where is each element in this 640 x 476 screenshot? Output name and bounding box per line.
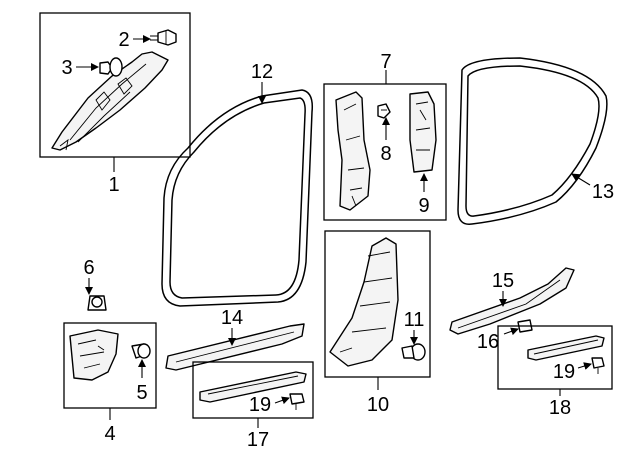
callout-9: 9 (418, 195, 429, 217)
group-18-box (497, 325, 613, 390)
front-door-weatherstrip-outer (161, 89, 314, 307)
callout-6: 6 (83, 257, 94, 279)
clip-16-icon (503, 319, 533, 336)
rear-scuff-plate-part (449, 267, 575, 335)
callout-14: 14 (221, 307, 243, 329)
rear-door-weatherstrip-inner (465, 65, 600, 217)
callout-5: 5 (136, 382, 147, 404)
clip-6-icon (85, 278, 107, 311)
group-7-center-pillar-garnish (323, 70, 447, 221)
cowl-side-trim-part (69, 329, 119, 381)
clip-19-rear-icon (591, 357, 605, 374)
group-14-front-scuff-plate (165, 323, 305, 371)
clip-3-icon (99, 57, 123, 77)
cowl-side-trim-detail (77, 339, 105, 369)
leader-16 (503, 327, 519, 336)
center-pillar-lower-trim-part (329, 237, 399, 367)
callout-2: 2 (118, 29, 129, 51)
rear-door-weatherstrip-outer (457, 57, 608, 225)
callout-1: 1 (108, 174, 119, 196)
center-pillar-lower-detail (343, 103, 365, 207)
rear-sill-plate-part (527, 335, 605, 361)
rear-scuff-plate-detail (457, 279, 561, 329)
callout-16: 16 (477, 331, 499, 353)
clip-2-icon (150, 29, 177, 46)
clip-8-icon (377, 103, 391, 119)
callout-13: 13 (592, 181, 614, 203)
callout-7: 7 (380, 51, 391, 73)
group-4-cowl-side-trim (63, 322, 157, 420)
group-12-front-door-weatherstrip (161, 82, 314, 307)
group-15-rear-scuff-plate (449, 267, 575, 335)
callout-3: 3 (61, 57, 72, 79)
callout-18: 18 (549, 397, 571, 419)
front-scuff-plate-detail (175, 331, 295, 363)
center-pillar-lower-trim-detail (339, 251, 393, 353)
group-1-box (39, 12, 191, 158)
callout-15: 15 (492, 270, 514, 292)
leader-19-rear (577, 362, 592, 370)
callout-19-rear: 19 (553, 361, 575, 383)
clip-11-icon (401, 343, 426, 361)
leader-13 (571, 173, 591, 186)
leader-19-front (274, 396, 290, 405)
callout-8: 8 (380, 143, 391, 165)
callout-4: 4 (104, 423, 115, 445)
callout-11: 11 (404, 309, 425, 331)
group-18-rear-sill-plate (497, 325, 613, 396)
group-1-front-pillar-garnish (39, 12, 191, 172)
group-7-box (323, 83, 447, 221)
group-10-center-pillar-lower (324, 230, 431, 390)
center-pillar-upper-garnish (409, 91, 437, 173)
center-pillar-lower-garnish (335, 91, 371, 211)
front-sill-plate-detail (207, 375, 299, 395)
center-pillar-upper-detail (415, 101, 431, 151)
group-17-front-sill-plate (192, 361, 314, 428)
callout-12: 12 (251, 61, 273, 83)
clip-19-front-icon (289, 393, 305, 410)
group-17-box (192, 361, 314, 419)
callout-labels: 1 2 3 4 5 6 7 8 9 10 11 12 13 14 15 16 1… (61, 29, 614, 451)
callout-17: 17 (247, 429, 269, 451)
clip-5-icon (131, 343, 151, 359)
group-13-rear-door-weatherstrip (457, 57, 608, 225)
pillar-garnish-detail (59, 63, 147, 151)
callout-10: 10 (367, 394, 389, 416)
callout-19-front: 19 (249, 394, 271, 416)
rear-sill-plate-detail (533, 339, 599, 355)
front-door-weatherstrip-inner (169, 97, 306, 299)
